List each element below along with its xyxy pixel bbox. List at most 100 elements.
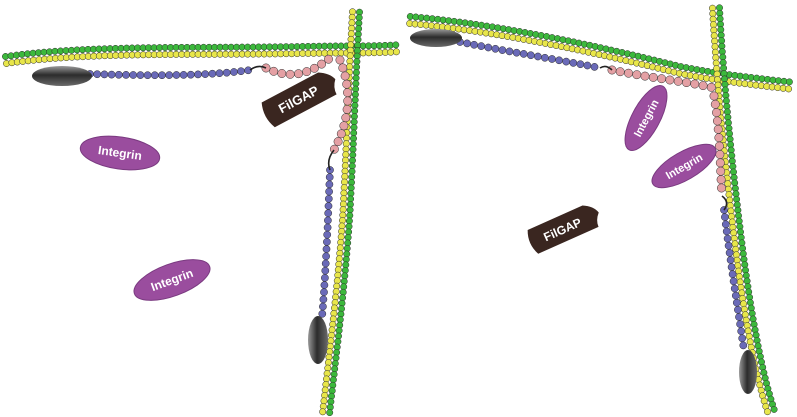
- bead: [337, 130, 345, 138]
- bead: [340, 122, 348, 130]
- bead: [330, 145, 338, 153]
- bead: [624, 69, 632, 77]
- membrane-anchor-horizontal: [410, 29, 462, 47]
- bead: [216, 70, 223, 77]
- membrane-anchor-vertical: [739, 350, 757, 394]
- bead: [320, 409, 326, 415]
- bead: [320, 289, 327, 296]
- bead: [711, 100, 719, 108]
- membrane-anchor-horizontal: [32, 66, 92, 86]
- bead: [339, 64, 347, 72]
- bead: [725, 242, 732, 249]
- bead: [727, 256, 734, 263]
- bead: [726, 249, 733, 256]
- bead: [738, 328, 745, 335]
- bead: [734, 306, 741, 313]
- bead: [342, 114, 350, 122]
- bead: [237, 68, 244, 75]
- bead: [556, 57, 563, 64]
- bead: [715, 134, 723, 142]
- bead: [733, 299, 740, 306]
- bead: [563, 58, 570, 65]
- bead: [194, 71, 201, 78]
- bead: [682, 78, 690, 86]
- bead: [785, 86, 791, 92]
- bead: [584, 62, 591, 69]
- bead: [771, 406, 777, 412]
- bead: [187, 71, 194, 78]
- bead: [151, 72, 158, 79]
- bead: [202, 71, 209, 78]
- bead: [144, 72, 151, 79]
- bead: [485, 44, 492, 51]
- bead: [322, 267, 329, 274]
- bead: [649, 73, 657, 81]
- bead: [737, 321, 744, 328]
- bead: [324, 231, 331, 238]
- bead: [343, 80, 351, 88]
- filgap: FilGAP: [525, 201, 604, 255]
- bead: [393, 49, 399, 55]
- bead: [324, 224, 331, 231]
- bead: [764, 409, 770, 415]
- bead: [326, 174, 333, 181]
- bead: [324, 55, 332, 63]
- bead: [343, 105, 351, 113]
- integrin: Integrin: [646, 136, 722, 196]
- bead: [721, 214, 728, 221]
- bead: [730, 278, 737, 285]
- bead: [520, 50, 527, 57]
- bead: [699, 81, 707, 89]
- bead: [691, 80, 699, 88]
- bead: [728, 264, 735, 271]
- bead: [94, 71, 101, 78]
- bead: [506, 48, 513, 55]
- right-panel: FilGAP Integrin Integrin: [407, 5, 793, 415]
- bead: [101, 71, 108, 78]
- bead: [712, 108, 720, 116]
- bead: [731, 285, 738, 292]
- bead: [716, 150, 724, 158]
- left-panel: FilGAP Integrin Integrin: [2, 9, 399, 416]
- bead: [492, 45, 499, 52]
- bead: [209, 70, 216, 77]
- bead: [303, 67, 311, 75]
- bead: [166, 72, 173, 79]
- bead: [137, 72, 144, 79]
- bead: [286, 70, 294, 78]
- integrin: Integrin: [129, 251, 215, 308]
- bead: [674, 77, 682, 85]
- bead: [717, 184, 725, 192]
- bead: [322, 260, 329, 267]
- bead: [325, 195, 332, 202]
- bead: [715, 142, 723, 150]
- bead: [786, 79, 792, 85]
- bead: [336, 56, 344, 64]
- filamin-arm-vertical: [319, 166, 334, 317]
- bead: [729, 271, 736, 278]
- bead: [327, 409, 333, 415]
- bead: [641, 72, 649, 80]
- bead: [657, 75, 665, 83]
- bead: [722, 221, 729, 228]
- bead: [534, 53, 541, 60]
- bead: [717, 175, 725, 183]
- bead: [180, 71, 187, 78]
- bead: [230, 68, 237, 75]
- bead: [321, 274, 328, 281]
- bead: [321, 282, 328, 289]
- bead: [326, 181, 333, 188]
- bead: [714, 125, 722, 133]
- bead: [341, 72, 349, 80]
- bead: [633, 71, 641, 79]
- bead: [723, 228, 730, 235]
- bead: [323, 238, 330, 245]
- bead: [707, 83, 715, 91]
- bead: [716, 159, 724, 167]
- bead: [115, 71, 122, 78]
- bead: [548, 55, 555, 62]
- bead: [735, 313, 742, 320]
- bead: [158, 72, 165, 79]
- bead: [713, 117, 721, 125]
